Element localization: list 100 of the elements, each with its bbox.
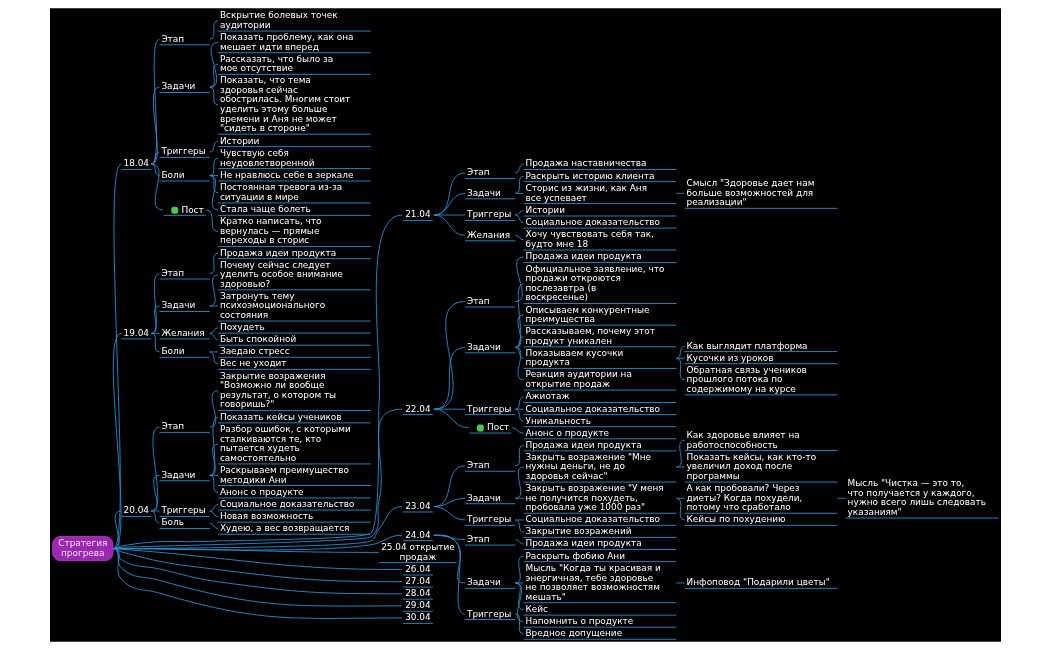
node-text: 29.04 <box>404 600 431 611</box>
connector <box>150 151 160 165</box>
connector <box>514 283 524 348</box>
node-text: Задачи <box>160 469 195 480</box>
node-text: Закрыть возражение "Мне нужны деньги, не до здоровья сейчас" <box>525 451 651 482</box>
connector <box>150 510 160 512</box>
node-text: 19.04 <box>123 327 149 338</box>
node-text: Триггеры <box>160 146 206 157</box>
connector <box>514 497 524 499</box>
node-text: Боли <box>160 169 184 180</box>
node-text: Задачи <box>160 81 195 92</box>
connector <box>208 140 218 153</box>
node-text: Постоянная тревога из-за ситуации в мире <box>219 182 342 202</box>
node-text: Этап <box>160 33 184 44</box>
node-text: Затронуть тему психоэмоционального состояния <box>219 290 325 320</box>
node-text: Показываем кусочки продукта <box>525 347 623 368</box>
connector <box>514 519 524 533</box>
node-text: Раскрыть историю клиента <box>525 170 654 181</box>
connector <box>205 209 218 233</box>
connector <box>514 555 524 584</box>
node-text: Разбор ошибок, с которыми сталкиваются те, кто пытается худеть самостоятельно <box>219 424 351 463</box>
node-text: Этап <box>466 534 490 545</box>
node-text: Желания <box>466 229 510 240</box>
node-text: Анонс о продукте <box>219 486 304 497</box>
node-text: Ажиотаж <box>525 391 570 402</box>
connector <box>514 234 524 241</box>
node-text: Триггеры <box>160 505 206 516</box>
connector <box>208 20 218 40</box>
node-text: Не нравлюсь себе в зеркале <box>219 169 353 180</box>
connector <box>432 301 465 410</box>
node-text: Почему сейчас следует уделить особое внимание здоровью? <box>219 259 343 289</box>
connector <box>514 519 524 521</box>
connector <box>675 439 685 468</box>
node-text: Этап <box>160 421 184 432</box>
node-text: Триггеры <box>466 514 511 525</box>
node-text: Закрытие возражения "Возможно ли вообще результат, о котором ты говоришь?" <box>219 370 336 410</box>
node-text: Мысль "Когда ты красивая и энергичная, тебе здоровье не позволяет возможностям мешать" <box>525 562 661 602</box>
connector <box>208 274 218 307</box>
node-text: Рассказать, что было за мое отсутствие <box>219 53 333 74</box>
connector <box>150 86 160 165</box>
node-text: Боль <box>160 517 184 528</box>
connector <box>112 510 122 550</box>
node-text: Раскрыть фобию Ани <box>525 550 625 561</box>
connector <box>208 351 218 365</box>
node-text: Этап <box>466 295 490 306</box>
node-text: Напомнить о продукте <box>525 616 633 627</box>
node-text: Показать кейсы, как кто-то увеличил доход после программы <box>686 451 816 482</box>
node-box: Стратегия прогрева <box>51 536 113 562</box>
node-text: 28.04 <box>404 588 431 599</box>
connector <box>514 582 524 611</box>
node-text: Раскрываем преимущество методики Ани <box>219 464 349 485</box>
connector <box>514 192 524 194</box>
node-text: Сторис из жизни, как Аня все успевает <box>525 182 647 203</box>
connector <box>112 214 402 550</box>
node-text: Обратная связь учеников прошлого потока по содержимому на курсе <box>686 364 807 394</box>
node-text: Как здоровье влияет на работоспособность <box>686 429 800 450</box>
connector <box>675 466 685 468</box>
connector <box>112 333 122 550</box>
connector <box>208 86 218 106</box>
node-text: Этап <box>466 167 490 178</box>
node-text: Триггеры <box>466 608 511 619</box>
connector <box>208 252 218 275</box>
node-text: Стала чаще болеть <box>219 204 311 215</box>
connector <box>208 504 218 512</box>
connector <box>675 192 685 194</box>
connector <box>514 347 524 381</box>
node-text: Худею, а вес возвращается <box>219 523 349 534</box>
connector <box>514 466 524 499</box>
node-text: Социальное доказательство <box>525 514 660 525</box>
node-text: А как пробовали? Через диеты? Когда похудели, потому что сработало <box>686 483 802 513</box>
node-text: Продажа идеи продукта <box>525 538 642 549</box>
node-text: Уникальность <box>525 415 591 426</box>
node-text: 22.04 <box>404 403 431 414</box>
connector <box>150 426 160 512</box>
connector <box>208 522 218 530</box>
connector <box>208 305 218 307</box>
node-text: Триггеры <box>466 209 511 220</box>
node-text: Вес не уходит <box>219 358 287 369</box>
connector <box>514 347 524 359</box>
node-text: Боли <box>160 346 184 357</box>
connector <box>514 613 524 635</box>
node-text: 23.04 <box>404 500 431 511</box>
node-text: Анонс о продукте <box>525 427 609 438</box>
node-text: 26.04 <box>404 563 431 574</box>
node-text: Заедаю стресс <box>219 346 290 357</box>
node-text: Триггеры <box>466 403 511 414</box>
node-text: Похудеть <box>219 322 265 333</box>
node-text: Показать кейсы учеников <box>219 411 342 422</box>
node-text: Кратко написать, что вернулась — прямые переходы в сторис <box>219 216 321 246</box>
node-text: Продажа идеи продукта <box>525 439 642 450</box>
node-text: Смысл "Здоровье дает нам больше возможностей для реализации" <box>686 178 814 208</box>
node-text: Продажа идеи продукта <box>525 251 642 262</box>
connector <box>112 408 402 550</box>
node-text: Вредное допущение <box>525 628 622 639</box>
node-text: Мысль "Чистка — это то, что получается у каждого, нужно всего лишь следовать указаниям" <box>847 478 986 517</box>
node-text: Социальное доказательство <box>219 499 354 510</box>
connector <box>510 427 524 434</box>
node-text: 24.04 <box>404 529 431 540</box>
connector <box>150 163 160 176</box>
node-text: Реакция аудитории на открытие продаж <box>525 369 632 390</box>
